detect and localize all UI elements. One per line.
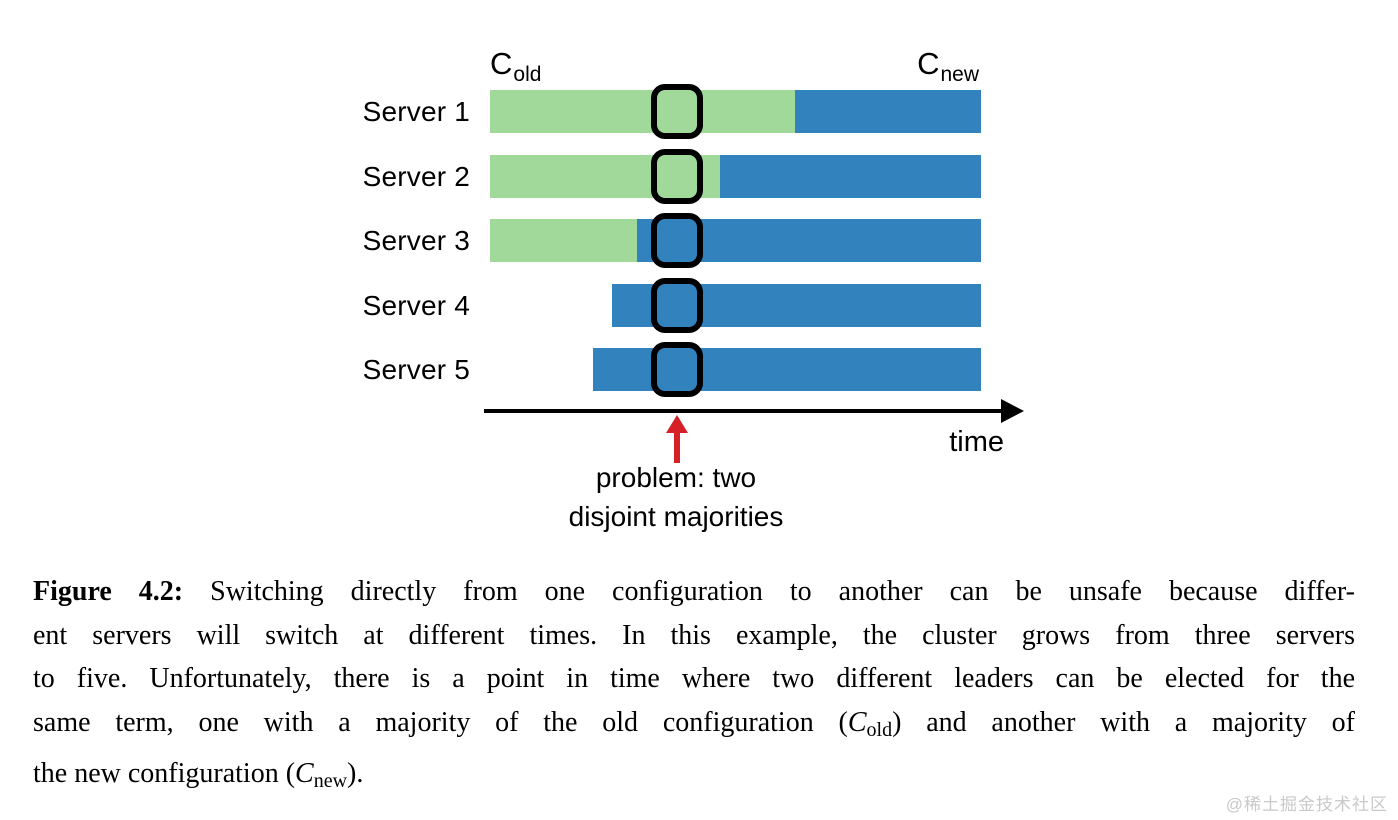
problem-arrow-shaft (674, 431, 680, 463)
c-old-label: Cold (490, 46, 542, 87)
c-new-base: C (917, 46, 940, 81)
server-label: Server 2 (362, 161, 470, 192)
old-config-segment (490, 155, 720, 198)
new-config-segment (720, 155, 981, 198)
server-label: Server 5 (362, 354, 470, 385)
server-label: Server 1 (362, 96, 470, 127)
caption-line: Figure 4.2: Switching directly from one … (33, 576, 1355, 607)
problem-annotation-line1: problem: two (595, 462, 757, 493)
c-old-base: C (490, 46, 513, 81)
c-new-subscript: new (940, 63, 979, 86)
majority-marker (651, 342, 703, 397)
caption-line: the new configuration (Cnew). (33, 758, 364, 792)
majority-marker (651, 149, 703, 204)
majority-marker (651, 213, 703, 268)
server-label: Server 4 (362, 290, 470, 321)
caption-line: to five. Unfortunately, there is a point… (33, 663, 1355, 694)
problem-annotation-line2: disjoint majorities (568, 501, 784, 532)
old-config-segment (490, 90, 795, 133)
new-config-segment (612, 284, 981, 327)
watermark: @稀土掘金技术社区 (1225, 795, 1388, 814)
time-axis-line (484, 409, 1004, 413)
time-axis-label: time (949, 426, 1004, 458)
time-axis-arrowhead-icon (1001, 399, 1024, 423)
old-config-segment (490, 219, 637, 262)
problem-annotation: problem: two disjoint majorities (536, 458, 816, 536)
new-config-segment (795, 90, 981, 133)
majority-marker (651, 84, 703, 139)
majority-marker (651, 278, 703, 333)
problem-arrowhead-icon (666, 415, 688, 433)
figure-caption: Figure 4.2: Switching directly from one … (33, 570, 1355, 804)
c-old-subscript: old (513, 63, 542, 86)
caption-line: same term, one with a majority of the ol… (33, 706, 1355, 741)
caption-line: ent servers will switch at different tim… (33, 619, 1355, 651)
c-new-label: Cnew (917, 46, 979, 87)
server-label: Server 3 (362, 225, 470, 256)
